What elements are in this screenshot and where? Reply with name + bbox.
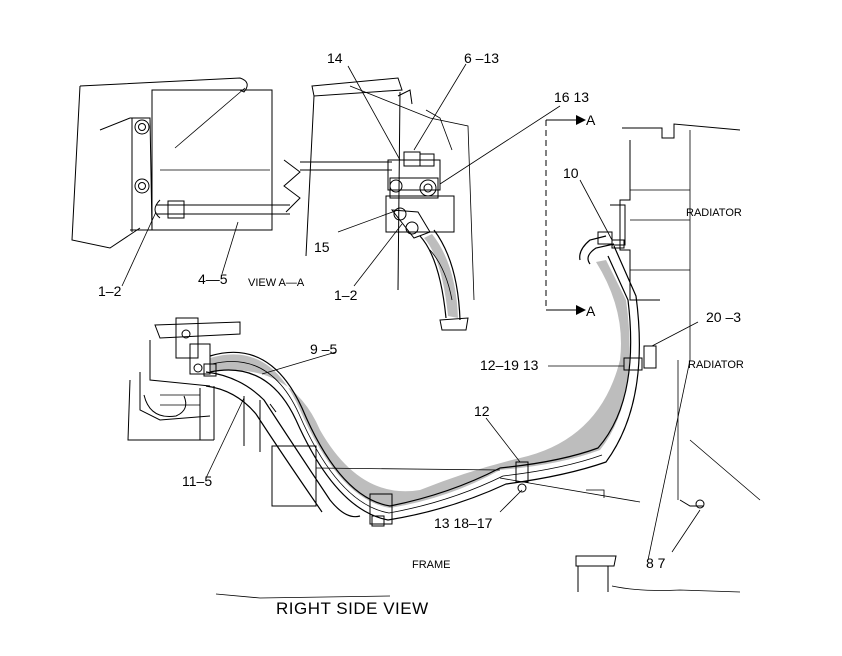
- callout-6-13: 6 –13: [464, 50, 499, 66]
- callout-9-5: 9 –5: [310, 341, 337, 357]
- hose-assembly: [205, 231, 657, 527]
- callout-labels: 14 6 –13 16 13 15 1–2 4—5 1–2 10 20 –3 1…: [98, 50, 744, 618]
- section-a-top-label: A: [586, 112, 596, 128]
- callout-14: 14: [327, 50, 343, 66]
- callout-15: 15: [314, 239, 330, 255]
- frame-outline: [215, 396, 741, 599]
- view-a-a-label: VIEW A—A: [248, 277, 305, 289]
- view-a-a-drawing: [71, 77, 475, 331]
- callout-13-18-17: 13 18–17: [434, 515, 493, 531]
- radiator-outline: [610, 123, 761, 561]
- radiator-label-right: RADIATOR: [688, 359, 744, 371]
- frame-label: FRAME: [412, 559, 451, 571]
- callout-4-5: 4—5: [198, 271, 228, 287]
- callout-12: 12: [474, 403, 490, 419]
- callout-16-13: 16 13: [554, 89, 589, 105]
- section-line-a-a: [545, 115, 586, 315]
- callout-11-5: 11–5: [182, 473, 212, 489]
- callout-1-2-left: 1–2: [98, 283, 122, 299]
- callout-12-19-13: 12–19 13: [480, 357, 539, 373]
- leader-lines: [121, 63, 701, 553]
- radiator-label-top: RADIATOR: [686, 207, 742, 219]
- callout-20-3: 20 –3: [706, 309, 741, 325]
- callout-8-7: 8 7: [646, 555, 666, 571]
- callout-1-2-right: 1–2: [334, 287, 358, 303]
- section-a-bottom-label: A: [586, 303, 596, 319]
- diagram-title: RIGHT SIDE VIEW: [276, 599, 429, 618]
- callout-10: 10: [563, 165, 579, 181]
- pump-valve-group: [127, 317, 241, 441]
